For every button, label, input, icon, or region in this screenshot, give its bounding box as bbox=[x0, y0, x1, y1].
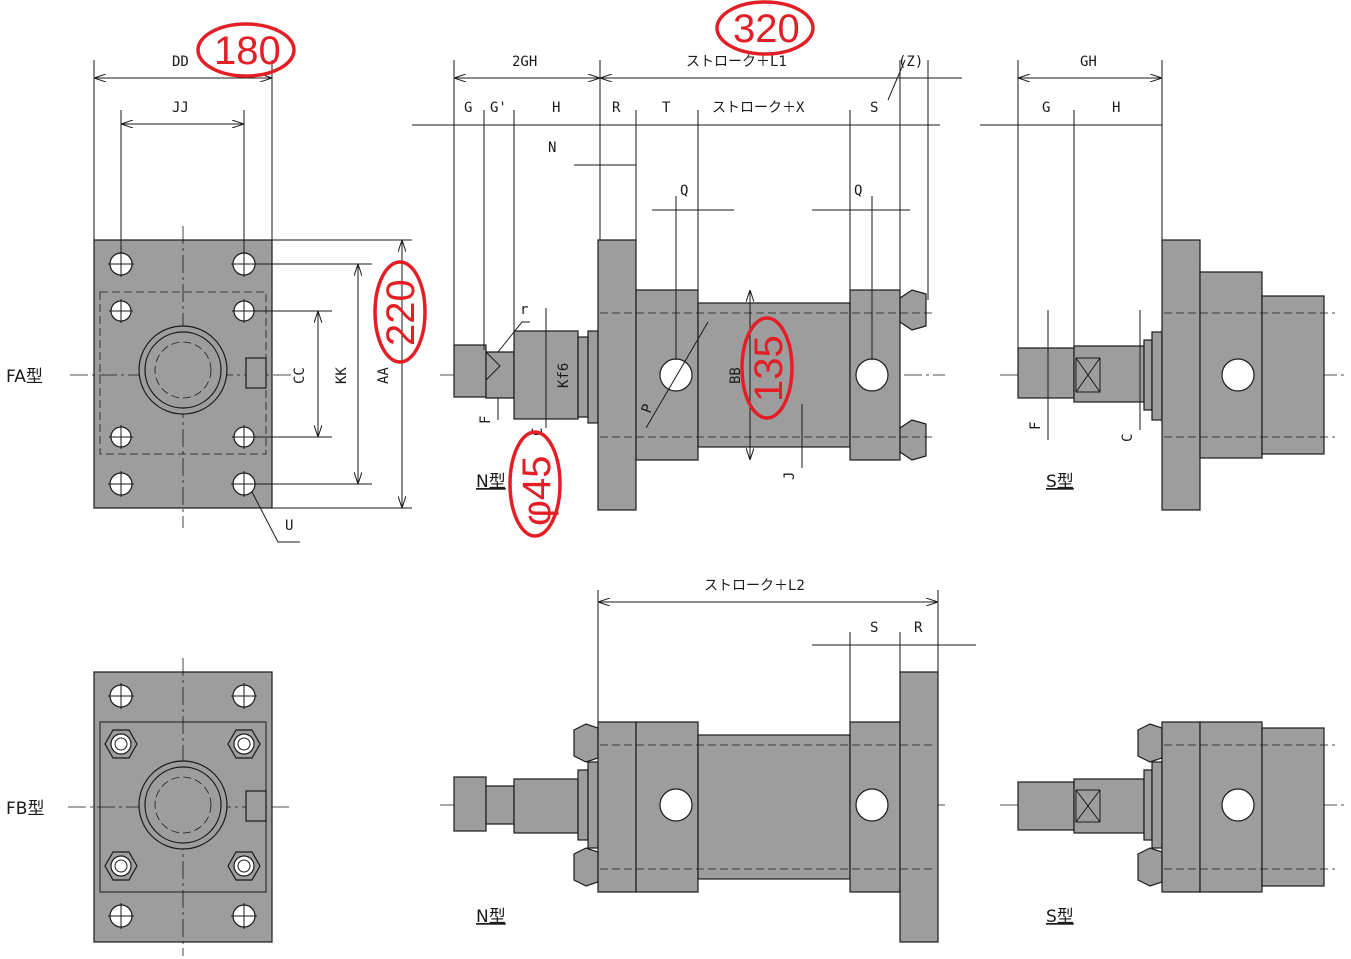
fa-dimensions: DD JJ CC KK AA U bbox=[93, 54, 412, 543]
dim-T: T bbox=[662, 100, 671, 116]
dim-Q-left: Q bbox=[680, 183, 688, 199]
annotation-dd-value: 180 bbox=[214, 29, 281, 73]
dim-R: R bbox=[612, 100, 621, 116]
fb-tie-rod-nuts bbox=[104, 729, 261, 881]
dim-AA: AA bbox=[376, 367, 392, 384]
fa-front-view bbox=[70, 226, 292, 528]
dim-S-H: H bbox=[1112, 100, 1120, 116]
dim-GH: GH bbox=[1080, 54, 1097, 70]
dim-L2-R: R bbox=[914, 620, 923, 636]
fa-mount-holes bbox=[108, 251, 257, 497]
dim-stroke-L2: ストローク＋L2 bbox=[704, 578, 805, 594]
dim-F: F bbox=[478, 416, 494, 424]
fb-front-view bbox=[68, 658, 292, 956]
dim-Q-right: Q bbox=[854, 183, 862, 199]
dim-KK: KK bbox=[334, 367, 350, 384]
dim-G-prime: G' bbox=[490, 100, 507, 116]
dim-Z: (Z) bbox=[898, 54, 923, 70]
fa-s-type-label: S型 bbox=[1046, 472, 1074, 492]
dim-S: S bbox=[870, 100, 878, 116]
fb-n-dimensions: ストローク＋L2 S R bbox=[597, 578, 976, 722]
dim-L2-S: S bbox=[870, 620, 878, 636]
fa-s-side-view bbox=[1000, 239, 1345, 511]
dim-2GH: 2GH bbox=[512, 54, 537, 70]
annotation-rod-value: φ45 bbox=[515, 456, 559, 526]
dim-CC: CC bbox=[292, 367, 308, 384]
annotation-l1-value: 320 bbox=[733, 7, 800, 51]
dim-N: N bbox=[548, 140, 556, 156]
dim-S-F: F bbox=[1028, 422, 1044, 430]
dim-S-G: G bbox=[1042, 100, 1050, 116]
dim-JJ: JJ bbox=[172, 100, 189, 116]
dim-H: H bbox=[552, 100, 560, 116]
dim-r: r bbox=[520, 302, 528, 318]
fa-n-side-view bbox=[440, 239, 945, 511]
fb-mount-holes bbox=[108, 683, 257, 929]
fb-n-side-view bbox=[440, 671, 945, 943]
dim-U: U bbox=[285, 518, 293, 534]
dim-DD: DD bbox=[172, 54, 189, 70]
fa-n-dimensions: 2GH ストローク＋L1 (Z) G G' H R T ストローク＋X S N … bbox=[412, 54, 962, 480]
dim-Kf6: Kf6 bbox=[556, 363, 572, 388]
fb-type-label: FB型 bbox=[6, 799, 44, 819]
dim-stroke-L1: ストローク＋L1 bbox=[686, 54, 787, 70]
annotation-bb-value: 135 bbox=[747, 335, 791, 402]
fb-s-side-view bbox=[1000, 721, 1345, 893]
fb-s-type-label: S型 bbox=[1046, 907, 1074, 927]
fa-s-dimensions: GH G H F C bbox=[980, 54, 1163, 442]
dim-S-C: C bbox=[1120, 434, 1136, 442]
red-annotations: 180 320 220 135 φ45 bbox=[196, 0, 815, 538]
dim-G: G bbox=[464, 100, 472, 116]
dim-J: J bbox=[782, 472, 798, 480]
fa-n-type-label: N型 bbox=[476, 472, 506, 492]
dim-BB: BB bbox=[728, 367, 744, 384]
fb-n-type-label: N型 bbox=[476, 907, 506, 927]
dim-stroke-X: ストローク＋X bbox=[712, 100, 805, 116]
annotation-aa-value: 220 bbox=[379, 279, 423, 346]
fa-type-label: FA型 bbox=[6, 367, 43, 387]
